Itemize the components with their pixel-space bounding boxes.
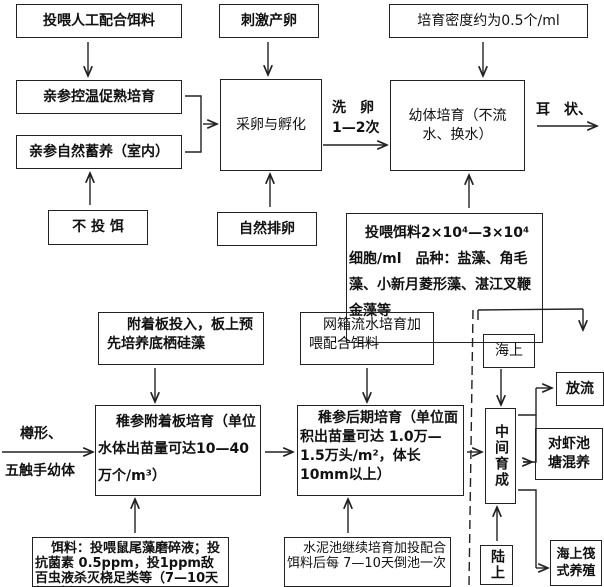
feeding-box: 投喂饵料2×10⁴—3×10⁴ 细胞/ml 品种：盐藻、角毛藻、小新月菱形藻、湛…	[346, 213, 543, 343]
wash-eggs-label: 洗 卵	[332, 100, 374, 116]
no-feed-box: 不 投 饵	[48, 210, 148, 245]
release-box: 放流	[556, 372, 604, 406]
density-box: 培育密度约为0.5个/ml	[389, 4, 588, 38]
cage-flow-box: 网箱流水培育加喂配合饵料	[300, 312, 434, 365]
shrimp-pond-box: 对虾池塘混养	[535, 428, 603, 480]
pentactula-label: 五触手幼体	[5, 463, 75, 479]
at-sea-box: 海上	[483, 334, 535, 368]
plate-input-box: 附着板投入，板上预先培养底栖硅藻	[98, 312, 264, 365]
on-land-box: 陆上	[480, 545, 513, 585]
feeding-text: 投喂饵料2×10⁴—3×10⁴	[365, 225, 530, 241]
broodstock-temp-box: 亲参控温促熟培育	[16, 80, 182, 114]
doliolaria-label: 樽形、	[20, 426, 62, 442]
auricularia-label: 耳 状、	[536, 102, 592, 118]
feed-artificial-box: 投喂人工配合饵料	[16, 4, 182, 38]
broodstock-natural-box: 亲参自然蓄养（室内）	[16, 135, 182, 169]
juvenile-late-box: 稚参后期培育（单位面积出苗量可达 1.0万—1.5万头/m²，体长10mm以上）	[297, 405, 464, 496]
intermediate-box: 中间育成	[485, 408, 516, 504]
juvenile-plate-box: 稚参附着板培育（单位水体出苗量可达10—40万个/m³）	[95, 405, 261, 496]
cement-pool-box: 水泥池继续培育加投配合饵料后每 7—10天倒池一次	[284, 537, 451, 587]
stimulate-spawn-box: 刺激产卵	[219, 4, 319, 38]
wash-eggs-count: 1—2次	[332, 120, 380, 136]
larva-culture-box: 幼体培育（不流水、换水）	[390, 80, 525, 171]
egg-hatch-box: 采卵与孵化	[220, 79, 322, 171]
feeding-species: 细胞/ml 品种：盐藻、角毛藻、小新月菱形藻、湛江叉鞭金藻等	[349, 251, 531, 319]
natural-spawn-box: 自然排卵	[217, 212, 317, 246]
raft-culture-box: 海上筏式养殖	[550, 540, 602, 586]
feed-notes-box: 饵料：投喂鼠尾藻磨碎液；投抗菌素 0.5ppm，投1ppm敌百虫液杀灭桡足类等（…	[32, 537, 229, 587]
